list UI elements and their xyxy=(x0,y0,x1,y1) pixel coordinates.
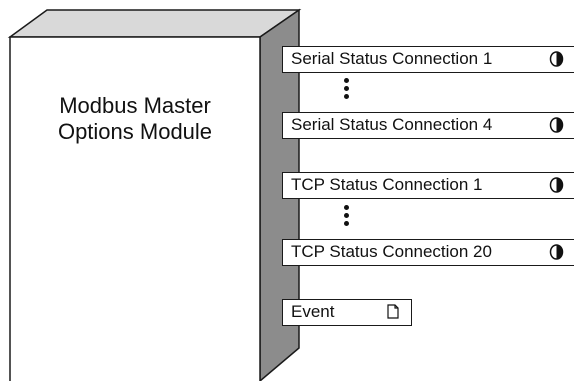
half-filled-circle-icon xyxy=(549,117,564,133)
output-label: TCP Status Connection 20 xyxy=(291,242,492,261)
output-serial-status-connection-4[interactable]: Serial Status Connection 4 xyxy=(282,112,574,139)
module-title-line2: Options Module xyxy=(57,119,213,144)
module-front-face xyxy=(9,36,261,381)
document-icon xyxy=(387,304,399,319)
output-event[interactable]: Event xyxy=(282,299,412,326)
half-filled-circle-icon xyxy=(549,244,564,260)
output-label: TCP Status Connection 1 xyxy=(291,175,483,194)
output-label: Event xyxy=(291,302,335,321)
half-filled-circle-icon xyxy=(549,177,564,193)
output-serial-status-connection-1[interactable]: Serial Status Connection 1 xyxy=(282,46,574,73)
vertical-ellipsis-icon xyxy=(344,78,352,102)
output-label: Serial Status Connection 1 xyxy=(291,49,493,68)
output-tcp-status-connection-1[interactable]: TCP Status Connection 1 xyxy=(282,172,574,199)
half-filled-circle-icon xyxy=(549,51,564,67)
module-top-face xyxy=(7,9,302,38)
vertical-ellipsis-icon xyxy=(344,205,352,229)
module-title-line1: Modbus Master xyxy=(59,93,211,118)
module-title: Modbus Master Options Module xyxy=(10,93,260,145)
output-label: Serial Status Connection 4 xyxy=(291,115,493,134)
output-tcp-status-connection-20[interactable]: TCP Status Connection 20 xyxy=(282,239,574,266)
